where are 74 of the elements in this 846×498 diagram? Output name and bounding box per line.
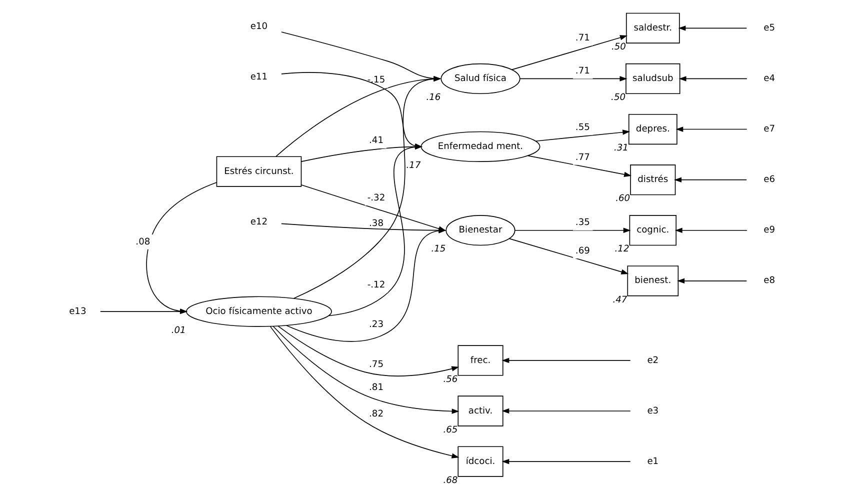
node-text: e7 <box>763 124 775 135</box>
arrow <box>501 358 630 364</box>
node-text: e2 <box>646 356 658 366</box>
arrow <box>510 35 627 70</box>
node-box: Estrés circunst. <box>216 156 302 187</box>
arrow <box>277 326 459 376</box>
node-ellipse: Ocio físicamente activo <box>186 296 332 327</box>
arrow <box>501 408 630 414</box>
node-label: .50 <box>610 42 626 53</box>
node-label: .01 <box>170 326 186 336</box>
node-label: .68 <box>442 476 458 486</box>
arrow <box>501 458 630 464</box>
edge-label: -.15 <box>366 76 385 86</box>
node-ellipse: Bienestar <box>445 215 515 246</box>
node-label: .60 <box>615 194 630 204</box>
arrow <box>676 278 747 284</box>
node-label: .31 <box>613 144 628 154</box>
edge-label: .77 <box>574 152 590 163</box>
arrow <box>674 177 747 182</box>
arrow <box>678 26 747 31</box>
arrow <box>519 76 627 82</box>
arrow <box>269 326 459 458</box>
node-label: .12 <box>614 244 629 255</box>
node-text: e3 <box>646 406 658 416</box>
node-label: .47 <box>612 295 627 306</box>
edge-label: .35 <box>574 218 590 228</box>
arrow <box>534 130 630 142</box>
node-label: .16 <box>426 93 440 104</box>
node-label: .17 <box>406 161 420 172</box>
edge-label: -.32 <box>366 193 385 204</box>
node-label: .65 <box>442 425 458 436</box>
node-label: .15 <box>430 244 446 255</box>
arrow <box>678 76 747 82</box>
edge-label: .81 <box>368 383 384 394</box>
node-ellipse: Salud física <box>440 63 520 94</box>
edge-label: .71 <box>574 33 590 44</box>
edge-label: .41 <box>368 136 384 146</box>
node-text: e1 <box>646 456 658 467</box>
node-text: e5 <box>763 24 775 34</box>
edge-label: .38 <box>368 219 384 230</box>
node-text: e13 <box>68 306 86 317</box>
edge-label: .23 <box>368 320 384 330</box>
node-box: ídcoci. <box>457 446 503 477</box>
node-label: .56 <box>442 374 458 385</box>
node-box: saludsub <box>625 63 680 94</box>
node-box: saldestr. <box>625 12 680 44</box>
node-text: e6 <box>763 175 775 186</box>
edge-label: .08 <box>135 237 150 248</box>
node-box: frec. <box>457 345 503 376</box>
node-box: activ. <box>457 396 503 426</box>
edge-label: .71 <box>574 66 590 77</box>
node-text: e11 <box>250 72 268 82</box>
node-text: e10 <box>250 22 268 32</box>
edge-label: .75 <box>368 360 384 370</box>
node-box: cognic. <box>628 215 676 246</box>
arrow <box>675 126 747 132</box>
node-box: depres. <box>628 114 677 145</box>
node-box: bienest. <box>626 266 678 296</box>
edge-label: .82 <box>368 410 384 420</box>
node-text: e8 <box>763 276 775 286</box>
arrow <box>514 228 630 233</box>
node-text: e12 <box>250 217 268 228</box>
edge-label: .69 <box>574 246 590 256</box>
node-ellipse: Enfermedad ment. <box>420 131 540 162</box>
arrow <box>508 238 628 274</box>
node-box: distrés <box>630 164 676 196</box>
edge-label: .55 <box>574 122 590 133</box>
arrow <box>526 155 632 177</box>
edge-label: -.12 <box>366 280 385 290</box>
arrow <box>272 326 459 414</box>
node-text: e4 <box>763 74 775 84</box>
node-text: e9 <box>763 226 775 236</box>
arrow <box>674 228 747 233</box>
node-label: .50 <box>610 93 626 104</box>
